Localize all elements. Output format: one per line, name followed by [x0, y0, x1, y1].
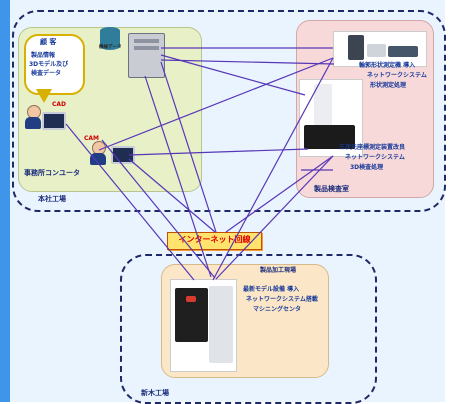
coordinate-to-internet-line [225, 155, 334, 233]
cam-label: CAM [84, 135, 100, 142]
new-factory-label: 新木工場 [141, 389, 169, 397]
server-to-inspection-line [160, 54, 306, 96]
contour-to-plant-line [212, 57, 334, 281]
inspect-bottom-line-1: 三次元座標測定装置改良 [339, 144, 406, 151]
internet-connection-box: インターネット回線 [167, 232, 262, 250]
customer-title: 顧 客 [40, 38, 57, 46]
server-icon [128, 33, 165, 78]
customer-line-2: 3Dモデル及び [29, 61, 69, 68]
server-to-contour-line-2 [160, 59, 335, 65]
server-to-internet-line [160, 61, 217, 233]
contour-measuring-machine-photo [333, 31, 427, 67]
cad-monitor-icon [42, 112, 66, 130]
inspect-top-line-3: 形状測定処理 [370, 82, 407, 89]
customer-line-1: 製品情報 [31, 52, 56, 59]
plant-line-2: ネットワークシステム搭載 [246, 296, 318, 303]
cad-person-icon [24, 105, 42, 129]
inspect-bottom-line-3: 3D検査処理 [350, 164, 384, 171]
inspect-top-line-1: 輪郭形状測定機 導入 [359, 62, 416, 69]
cam-to-plant-line [101, 139, 216, 279]
machining-center-photo [170, 279, 237, 372]
office-computer-label: 事務所コンユータ [24, 169, 80, 177]
customer-line-3: 検査データ [31, 70, 62, 77]
right-white-strip [445, 0, 449, 402]
cam-to-internet-line [128, 158, 216, 233]
cam-to-contour-line [98, 57, 334, 151]
cad-label: CAD [52, 101, 67, 108]
database-icon [100, 27, 120, 50]
customer-speech-bubble [24, 34, 85, 103]
internet-label: インターネット回線 [178, 235, 251, 244]
inspection-room-label: 製品検査室 [314, 185, 349, 193]
plant-line-3: マシニングセンタ [253, 306, 302, 313]
coordinate-to-plant-line [215, 155, 334, 280]
server-to-plant-line [144, 75, 212, 278]
plant-room-label: 製品加工現場 [260, 267, 297, 274]
cad-to-plant-line [65, 123, 195, 281]
left-blue-strip [0, 0, 10, 402]
database-label: 機械データ [99, 45, 122, 50]
inspect-top-line-2: ネットワークシステム [367, 72, 427, 79]
main-factory-label: 本社工場 [38, 195, 66, 203]
inspect-bottom-line-2: ネットワークシステム [345, 154, 405, 161]
coordinate-measuring-machine-photo [299, 79, 363, 157]
plant-line-1: 最新モデル設備 導入 [243, 286, 300, 293]
cam-to-coordinate-line [128, 148, 309, 156]
cam-person-icon [89, 141, 107, 165]
main-factory-zone [12, 10, 446, 212]
